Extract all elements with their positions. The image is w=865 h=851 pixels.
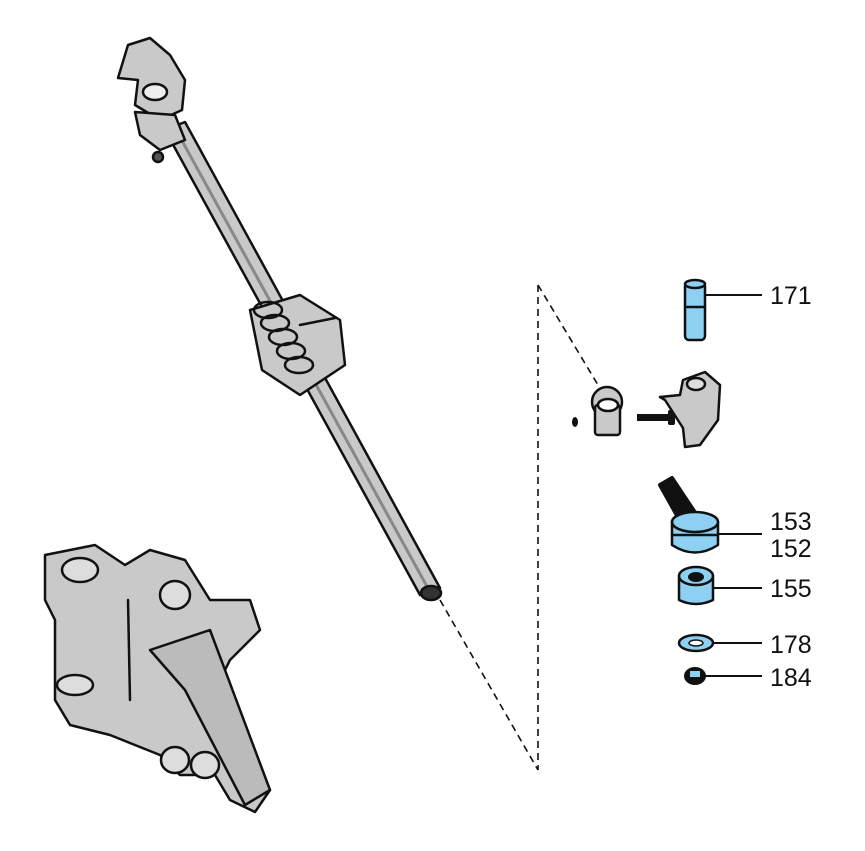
part-153-152-ball-joint xyxy=(658,476,720,554)
callout-171: 171 xyxy=(770,282,812,310)
bolt xyxy=(637,410,675,425)
callout-152: 152 xyxy=(770,535,812,563)
steering-gear-box xyxy=(43,543,272,814)
callout-178: 178 xyxy=(770,631,812,659)
leader-lines xyxy=(705,294,762,677)
lever-arm xyxy=(658,370,722,449)
part-155-bushing xyxy=(677,565,715,606)
part-171-pin xyxy=(683,278,707,342)
shaft-clamp-bracket xyxy=(248,293,347,397)
callout-184: 184 xyxy=(770,664,812,692)
part-184-nut xyxy=(684,667,706,685)
explode-guide-lines xyxy=(439,284,599,771)
part-178-washer xyxy=(677,633,715,653)
universal-joint-yoke xyxy=(572,385,624,437)
callout-155: 155 xyxy=(770,575,812,603)
upper-universal-joint xyxy=(116,36,187,164)
callout-153: 153 xyxy=(770,508,812,536)
